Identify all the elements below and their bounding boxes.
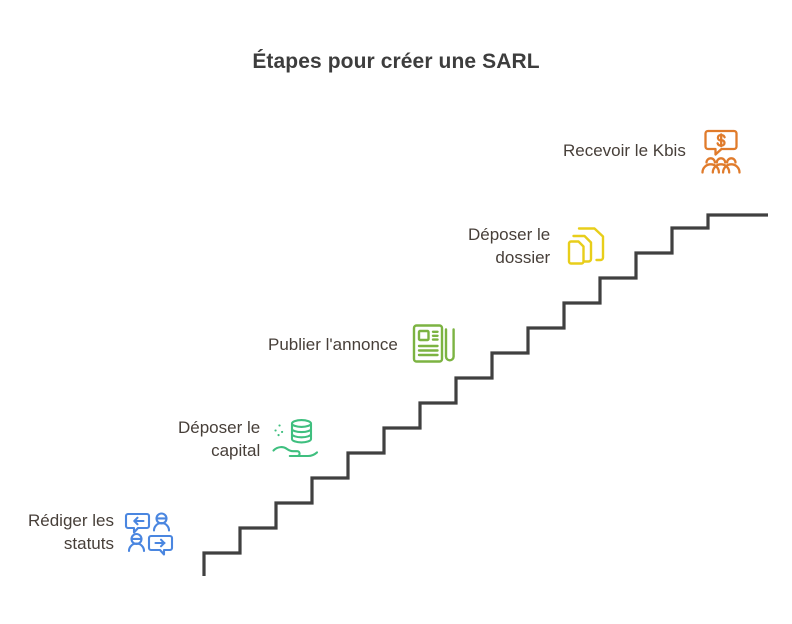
newspaper-icon xyxy=(408,320,458,370)
speech-bubbles-people-icon xyxy=(124,508,174,558)
step-recevoir-le-kbis[interactable]: Recevoir le Kbis xyxy=(563,126,746,176)
step-label: Déposer le capital xyxy=(178,418,261,460)
step-deposer-le-dossier[interactable]: Déposer le dossier xyxy=(468,222,610,272)
step-publier-lannonce[interactable]: Publier l'annonce xyxy=(268,320,458,370)
step-label: Publier l'annonce xyxy=(268,334,398,354)
step-deposer-le-capital[interactable]: Déposer le capital xyxy=(178,415,320,465)
stacked-documents-icon xyxy=(560,222,610,272)
step-label: Rédiger les statuts xyxy=(28,511,114,553)
coins-on-hand-icon xyxy=(270,415,320,465)
step-label: Déposer le dossier xyxy=(468,225,551,267)
page-title: Étapes pour créer une SARL xyxy=(252,50,540,73)
step-label: Recevoir le Kbis xyxy=(563,140,686,160)
money-speech-people-icon xyxy=(696,126,746,176)
step-rediger-les-statuts[interactable]: Rédiger les statuts xyxy=(28,508,174,558)
